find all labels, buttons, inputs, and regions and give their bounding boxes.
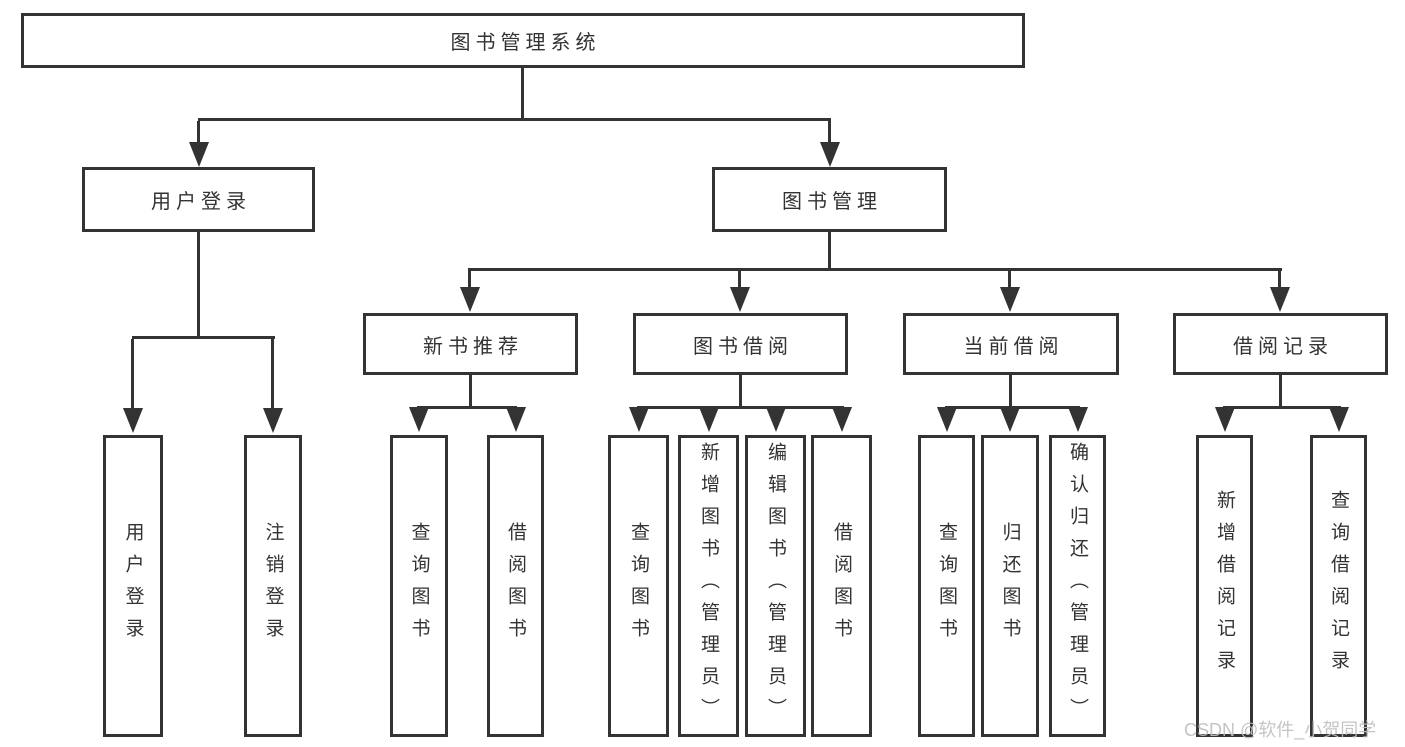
node-label: 确认归还（管理员） <box>1067 442 1088 730</box>
node-root-library-system: 图书管理系统 <box>21 13 1025 68</box>
arrowhead-nb-borrow-books-icon <box>506 407 526 432</box>
arrowhead-user-login-icon <box>189 142 209 167</box>
csdn-watermark: CSDN @软件_小贺同学 <box>1184 720 1377 740</box>
node-label: 借阅图书 <box>831 522 852 650</box>
node-label: 图书管理系统 <box>450 32 601 54</box>
leaf-cb-confirm-return-admin: 确认归还（管理员） <box>1049 435 1106 737</box>
node-book-management: 图书管理 <box>712 167 947 232</box>
leaf-bb-add-books-admin: 新增图书（管理员） <box>678 435 739 737</box>
node-label: 当前借阅 <box>963 335 1064 358</box>
arrowhead-leaf-logout-icon <box>263 408 283 433</box>
arrowhead-br-query-record-icon <box>1329 407 1349 432</box>
connector-split-book-management <box>468 268 1282 271</box>
connector-stem-borrowing-records <box>1279 375 1282 406</box>
node-label: 借阅图书 <box>505 522 526 650</box>
node-label: 新增图书（管理员） <box>698 442 719 730</box>
node-label: 用户登录 <box>122 522 144 650</box>
connector-drop-leaf-user-login <box>131 339 134 408</box>
node-label: 归还图书 <box>999 522 1021 650</box>
node-user-login: 用户登录 <box>82 167 315 232</box>
arrowhead-br-add-record-icon <box>1215 407 1235 432</box>
arrowhead-cb-return-books-icon <box>1000 407 1020 432</box>
node-borrowing-records: 借阅记录 <box>1173 313 1388 375</box>
connector-drop-user-login <box>197 121 200 145</box>
connector-drop-new-book-recommend <box>468 271 471 288</box>
leaf-cb-query-books: 查询图书 <box>918 435 975 737</box>
node-label: 查询图书 <box>936 522 957 650</box>
node-new-book-recommend: 新书推荐 <box>363 313 578 375</box>
leaf-br-add-record: 新增借阅记录 <box>1196 435 1253 737</box>
arrowhead-borrowing-records-icon <box>1270 287 1290 312</box>
arrowhead-current-borrowing-icon <box>1000 287 1020 312</box>
connector-stem-book-borrowing <box>739 375 742 406</box>
leaf-br-query-record: 查询借阅记录 <box>1310 435 1367 737</box>
arrowhead-leaf-user-login-icon <box>123 408 143 433</box>
leaf-logout: 注销登录 <box>244 435 302 737</box>
node-current-borrowing: 当前借阅 <box>903 313 1119 375</box>
node-label: 借阅记录 <box>1233 335 1333 358</box>
connector-split-new-book-recommend <box>417 406 517 409</box>
connector-drop-leaf-logout <box>271 339 274 408</box>
connector-stem-root <box>521 68 524 118</box>
leaf-bb-query-books: 查询图书 <box>608 435 669 737</box>
arrowhead-bb-edit-books-icon <box>766 407 786 432</box>
node-label: 图书管理 <box>782 191 882 213</box>
connector-stem-book-management <box>828 232 831 268</box>
leaf-user-login: 用户登录 <box>103 435 163 737</box>
connector-drop-current-borrowing <box>1008 271 1011 288</box>
arrowhead-cb-confirm-return-icon <box>1068 407 1088 432</box>
leaf-bb-edit-books-admin: 编辑图书（管理员） <box>745 435 806 737</box>
node-label: 查询借阅记录 <box>1328 490 1349 682</box>
arrowhead-nb-query-books-icon <box>409 407 429 432</box>
node-book-borrowing: 图书借阅 <box>633 313 848 375</box>
leaf-nb-query-books: 查询图书 <box>390 435 448 737</box>
node-label: 新增借阅记录 <box>1214 490 1235 682</box>
node-label: 查询图书 <box>628 522 649 650</box>
connector-drop-book-management <box>828 121 831 145</box>
node-label: 图书借阅 <box>693 335 793 358</box>
arrowhead-cb-query-books-icon <box>937 407 957 432</box>
connector-split-borrowing-records <box>1223 406 1341 409</box>
arrowhead-bb-query-books-icon <box>629 407 649 432</box>
node-label: 新书推荐 <box>423 335 523 358</box>
node-label: 查询图书 <box>408 522 430 650</box>
arrowhead-bb-borrow-books-icon <box>832 407 852 432</box>
node-label: 用户登录 <box>151 191 251 213</box>
leaf-cb-return-books: 归还图书 <box>981 435 1039 737</box>
connector-drop-book-borrowing <box>738 271 741 288</box>
connector-split-root <box>198 118 831 121</box>
arrowhead-book-borrowing-icon <box>730 287 750 312</box>
connector-split-book-borrowing <box>637 406 844 409</box>
node-label: 注销登录 <box>262 522 284 650</box>
connector-stem-current-borrowing <box>1009 375 1012 406</box>
leaf-nb-borrow-books: 借阅图书 <box>487 435 544 737</box>
leaf-bb-borrow-books: 借阅图书 <box>811 435 872 737</box>
connector-stem-new-book-recommend <box>469 375 472 406</box>
arrowhead-new-book-recommend-icon <box>460 287 480 312</box>
node-label: 编辑图书（管理员） <box>765 442 786 730</box>
connector-drop-borrowing-records <box>1278 271 1281 288</box>
connector-split-user-login <box>132 336 275 339</box>
connector-stem-user-login <box>197 232 200 336</box>
arrowhead-book-management-icon <box>820 142 840 167</box>
arrowhead-bb-add-books-icon <box>699 407 719 432</box>
